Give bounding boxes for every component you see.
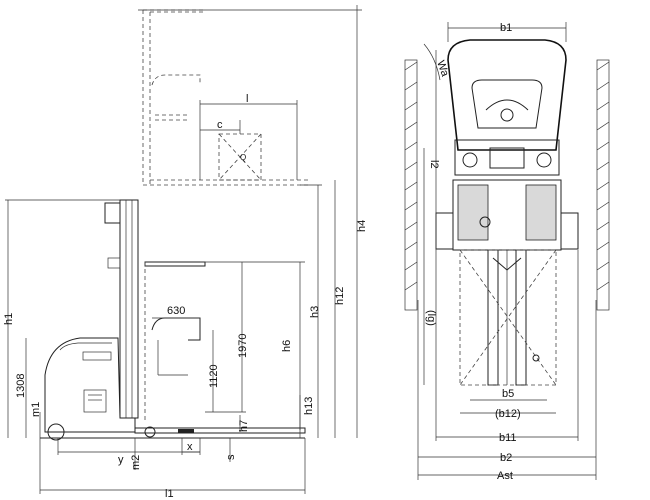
- label-h1: h1: [3, 313, 15, 325]
- label-lg: (lg): [425, 310, 437, 326]
- label-b1: b1: [500, 22, 512, 34]
- label-ast: Ast: [497, 470, 513, 482]
- label-l2: l2: [428, 160, 440, 169]
- label-y: y: [118, 454, 124, 466]
- top-view: [404, 22, 610, 480]
- label-m2: m2: [130, 455, 142, 470]
- label-h7: h7: [238, 420, 250, 432]
- truck-top-outline: [447, 39, 567, 151]
- label-630: 630: [167, 305, 185, 317]
- side-view: [5, 5, 362, 494]
- label-b5: b5: [502, 388, 514, 400]
- label-s: s: [225, 454, 237, 460]
- label-l: l: [246, 93, 248, 105]
- label-1970: 1970: [237, 334, 249, 358]
- label-l1: l1: [165, 488, 174, 500]
- label-b11: b11: [499, 432, 517, 444]
- label-h12: h12: [334, 287, 346, 305]
- label-h6: h6: [281, 340, 293, 352]
- label-q: Q: [240, 153, 246, 162]
- label-m1: m1: [30, 402, 42, 417]
- label-h4: h4: [356, 220, 368, 232]
- mast: [119, 199, 139, 419]
- fork: [134, 427, 306, 434]
- label-1120: 1120: [208, 364, 220, 388]
- label-h3: h3: [309, 306, 321, 318]
- label-b2: b2: [500, 452, 512, 464]
- label-x: x: [187, 441, 193, 453]
- label-1308: 1308: [15, 374, 27, 398]
- label-c: c: [217, 119, 223, 131]
- label-wa: Wa: [434, 59, 451, 79]
- label-h13: h13: [303, 397, 315, 415]
- label-b12: (b12): [495, 408, 521, 420]
